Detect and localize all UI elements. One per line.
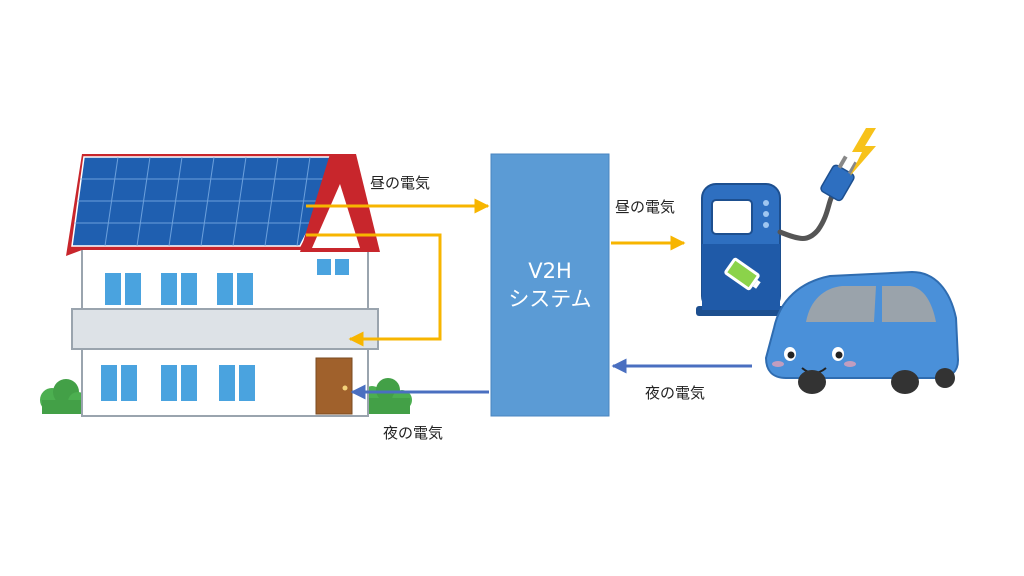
- bush-right: [362, 378, 412, 414]
- v2h-system-box: [490, 153, 610, 417]
- battery-icon: [724, 257, 761, 291]
- house-illustration: [40, 154, 412, 417]
- upper-windows: [103, 257, 351, 307]
- plug-icon: [820, 155, 858, 202]
- electric-car: [764, 270, 960, 394]
- label-day-power-charger: 昼の電気: [615, 198, 676, 216]
- house-band: [71, 308, 379, 350]
- label-night-power-car: 夜の電気: [645, 384, 706, 402]
- label-night-power-house: 夜の電気: [383, 424, 444, 442]
- lightning-icon: [850, 128, 876, 176]
- house-door: [315, 357, 353, 415]
- v2h-subtitle: システム: [508, 287, 592, 311]
- v2h-system-label: V2H システム: [491, 154, 609, 416]
- day-arrow-self-consumption: [306, 233, 442, 347]
- label-day-power-house: 昼の電気: [370, 174, 431, 192]
- charger-station: [696, 128, 876, 316]
- bush-left: [40, 379, 88, 414]
- v2h-title: V2H: [528, 259, 572, 283]
- lower-windows: [99, 363, 257, 403]
